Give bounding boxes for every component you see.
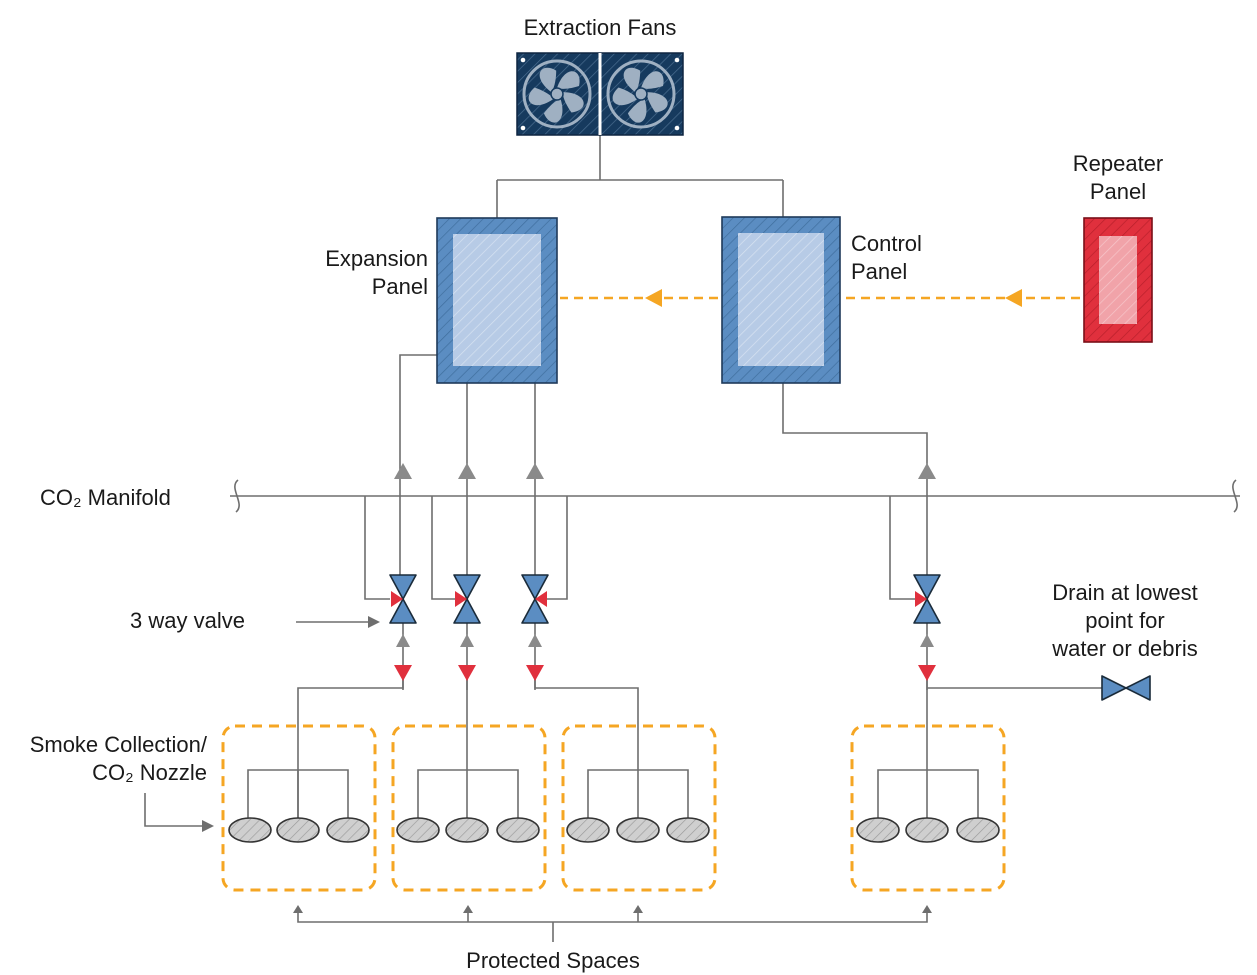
nozzle-icon	[956, 817, 1000, 843]
control-panel-label-2: Panel	[851, 259, 907, 284]
nozzle-icon	[326, 817, 370, 843]
three-way-valve-icon	[913, 574, 941, 624]
repeater-panel-label-2: Panel	[1090, 179, 1146, 204]
protected-spaces-label: Protected Spaces	[466, 948, 640, 973]
nozzle-icon	[496, 817, 540, 843]
repeater-panel-label: Repeater	[1073, 151, 1164, 176]
nozzle-icon	[905, 817, 949, 843]
fan-icon	[522, 59, 592, 129]
fan-icon	[606, 59, 676, 129]
pointer-arrowheads	[202, 616, 932, 913]
smoke-collection-label: Smoke Collection/	[30, 732, 208, 757]
drain-valve-icon	[1101, 675, 1151, 701]
extraction-fans-label: Extraction Fans	[524, 15, 677, 40]
nozzle-icon	[228, 817, 272, 843]
protected-zone	[391, 724, 547, 892]
nozzle-icon	[276, 817, 320, 843]
three-way-valve-icon	[521, 574, 549, 624]
protected-zone	[561, 724, 717, 892]
expansion-panel-label: Expansion	[325, 246, 428, 271]
protected-zone	[221, 724, 377, 892]
repeater-panel	[1083, 217, 1153, 343]
drain-label-2: point for	[1085, 608, 1165, 633]
nozzle-icon	[666, 817, 710, 843]
expansion-panel	[436, 217, 558, 384]
flow-down-arrows	[394, 665, 936, 681]
three-way-valve-icon	[389, 574, 417, 624]
co2-manifold-label: CO₂ Manifold	[40, 485, 171, 510]
protected-zone	[850, 724, 1006, 892]
expansion-panel-label-2: Panel	[372, 274, 428, 299]
three-way-valve-label: 3 way valve	[130, 608, 245, 633]
signal-up-arrows	[394, 463, 936, 647]
extraction-fans	[516, 52, 684, 136]
nozzle-icon	[445, 817, 489, 843]
nozzle-icon	[396, 817, 440, 843]
nozzle-icon	[566, 817, 610, 843]
drain-label-3: water or debris	[1051, 636, 1198, 661]
drain-label: Drain at lowest	[1052, 580, 1198, 605]
protected-zones	[221, 724, 1006, 892]
three-way-valve-icon	[453, 574, 481, 624]
signal-links	[560, 289, 1080, 307]
nozzles	[228, 817, 1000, 843]
smoke-collection-label-2: CO₂ Nozzle	[92, 760, 207, 785]
nozzle-icon	[616, 817, 660, 843]
nozzle-icon	[856, 817, 900, 843]
control-panel-label: Control	[851, 231, 922, 256]
control-panel	[721, 216, 841, 384]
wiring	[144, 135, 1240, 942]
